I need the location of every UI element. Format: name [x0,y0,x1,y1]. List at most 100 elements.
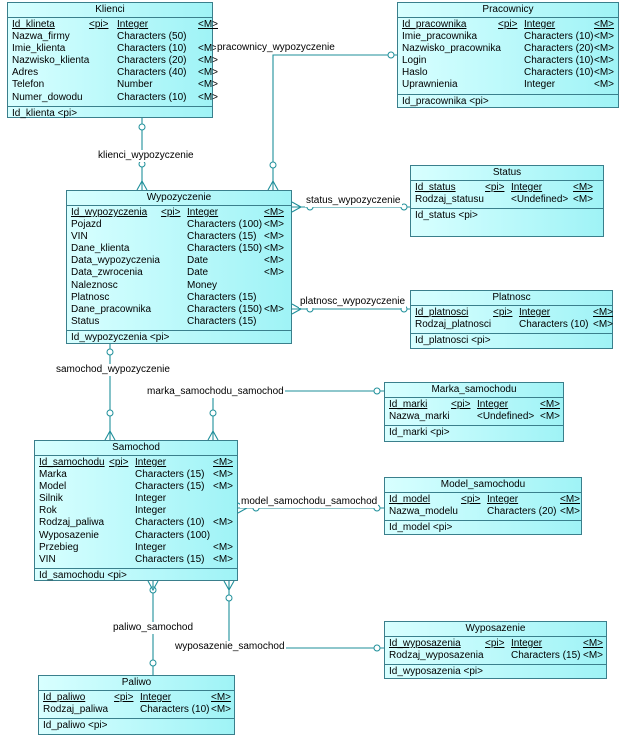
entity-key: Id_wyposazenia <pi> [389,666,483,678]
attribute-row: Status Characters (15) [67,316,291,328]
attribute-row: Nazwa_marki<Undefined><M> [385,411,563,423]
attribute-mandatory: <M> [198,91,219,103]
attribute-name: Numer_dowodu [12,91,83,103]
attribute-mandatory: <M> [583,650,604,662]
attribute-name: Id_wypozyczenia [71,207,148,218]
attribute-mandatory: <M> [583,638,604,649]
entity-key: Id_wypozyczenia <pi> [71,331,170,343]
entity-key: Id_platnosci <pi> [415,335,491,347]
rel-label-platnosc-wypozyczenie: platnosc_wypozyczenie [299,296,407,308]
attribute-name: Status [71,315,100,327]
attribute-type: Characters (50) [117,31,187,43]
attribute-identifier: <pi> [451,399,471,410]
attribute-row: Id_klineta<pi>Integer<M> [8,19,218,31]
attribute-mandatory: <M> [213,517,234,529]
rel-label-marka-samochodu-samochod: marka_samochodu_samochod [146,386,285,398]
attribute-list: Id_wyposazenia<pi>Integer<M>Rodzaj_wypos… [385,637,606,666]
attribute-name: Rok [39,505,57,517]
attribute-type: Integer [487,494,519,505]
attribute-type: Characters (10) [117,91,187,103]
attribute-type: Characters (15) [135,469,205,481]
attribute-type: Characters (15) [187,315,257,327]
entity-key: Id_pracownika <pi> [402,95,489,107]
attribute-type: Integer [187,207,219,218]
attribute-name: Rodzaj_statusu [415,194,484,206]
attribute-name: Id_samochodu [39,457,105,468]
entity-title: Marka_samochodu [385,383,563,398]
attribute-name: Haslo [402,67,428,79]
attribute-name: Imie_pracownika [402,31,478,43]
entity-title: Samochod [35,441,237,456]
attribute-name: VIN [39,553,56,565]
attribute-type: Integer [135,457,167,468]
rel-label-pracownicy-wypozyczenie: pracownicy_wypozyczenie [216,42,336,54]
attribute-name: Id_wyposazenia [389,638,461,649]
attribute-row: Id_paliwo<pi>Integer<M> [39,692,234,704]
attribute-type: Characters (150) [187,243,263,255]
attribute-name: Id_klineta [12,19,55,30]
attribute-type: Date [187,267,209,279]
attribute-name: Wyposazenie [39,529,99,541]
attribute-type: Characters (10) [140,704,210,716]
entity-title: Paliwo [39,676,234,691]
attribute-name: Id_paliwo [43,692,86,703]
attribute-name: Platnosc [71,291,110,303]
attribute-mandatory: <M> [560,494,581,505]
attribute-type: Characters (15) [187,231,257,243]
entity-title: Wyposazenie [385,622,606,637]
attribute-row: Id_status<pi>Integer<M> [411,182,603,194]
attribute-type: Integer [135,505,167,517]
attribute-identifier: <pi> [485,638,505,649]
attribute-type: Integer [135,493,167,505]
attribute-identifier: <pi> [109,457,129,468]
rel-label-wyposazenie-samochod: wyposazenie_samochod [174,641,286,653]
attribute-type: Integer [519,307,551,318]
attribute-row: Id_model<pi>Integer<M> [385,494,581,506]
rel-label-samochod-wypozyczenie: samochod_wypozyczenie [55,364,171,376]
attribute-type: Integer [135,541,167,553]
attribute-type: <Undefined> [477,411,535,423]
attribute-identifier: <pi> [89,19,109,30]
attribute-name: Telefon [12,79,45,91]
attribute-name: Dane_pracownika [71,303,152,315]
attribute-mandatory: <M> [573,194,594,206]
attribute-mandatory: <M> [213,541,234,553]
attribute-row: Id_pracownika<pi>Integer<M> [398,19,618,31]
attribute-mandatory: <M> [593,319,614,331]
attribute-name: Silnik [39,493,63,505]
attribute-mandatory: <M> [198,55,219,67]
rel-label-model-samochodu-samochod: model_samochodu_samochod [240,496,379,508]
attribute-row: Numer_dowodu Characters (10) <M> [8,91,218,104]
attribute-type: Characters (10) [524,55,594,67]
attribute-identifier: <pi> [493,307,513,318]
attribute-type: Date [187,255,209,267]
attribute-name: Rodzaj_wyposazenia [389,650,484,662]
